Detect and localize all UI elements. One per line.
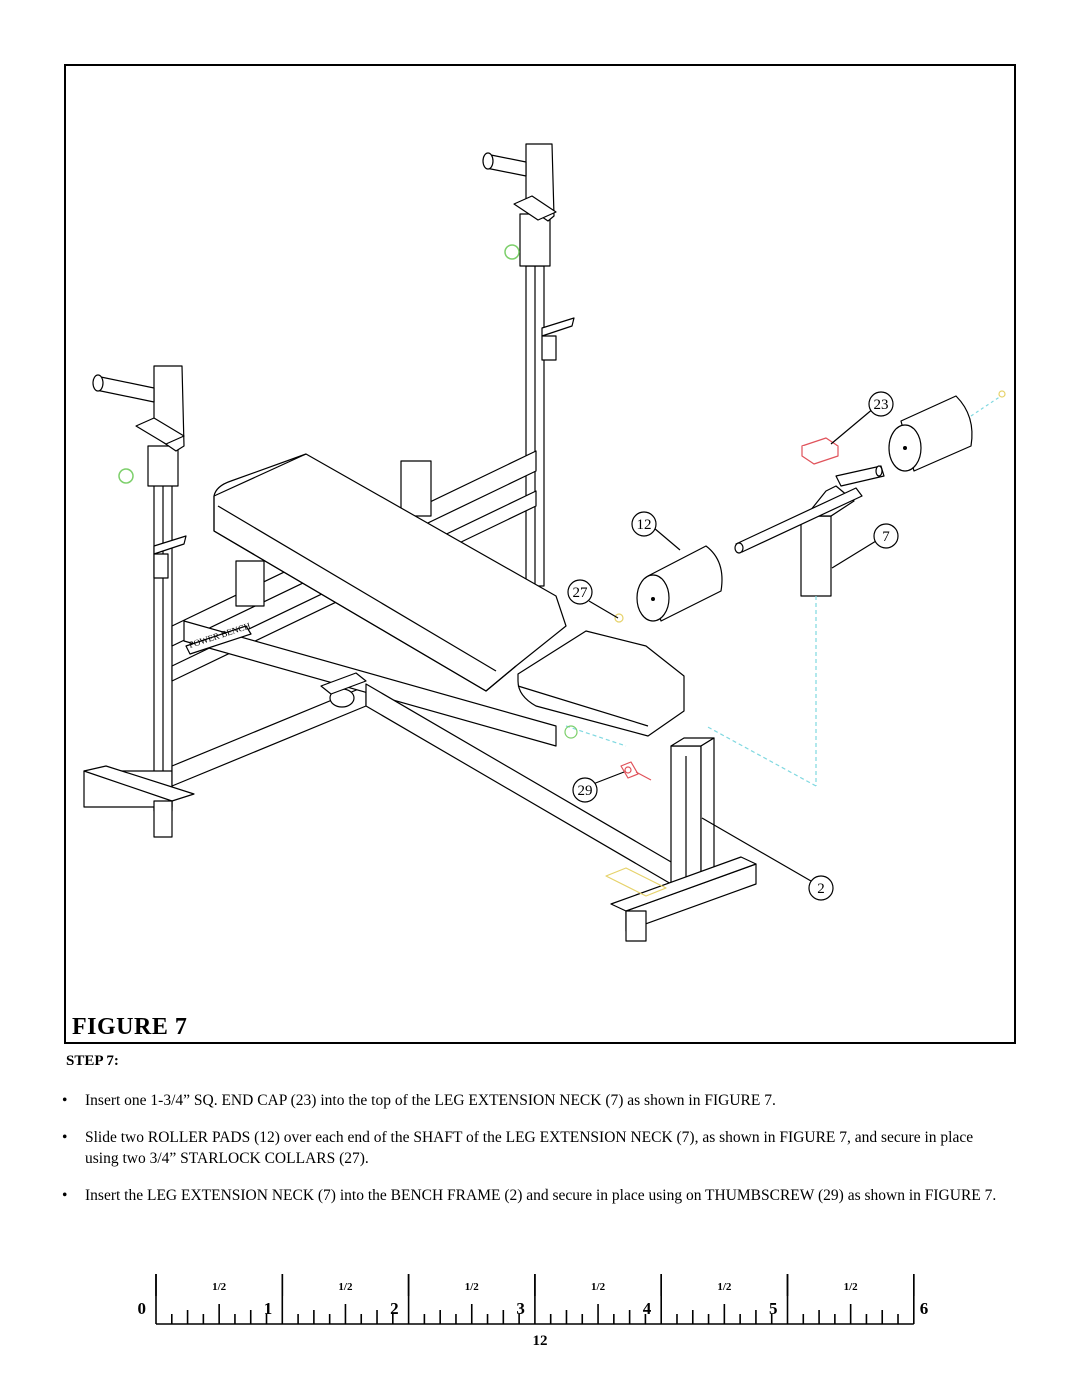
svg-text:12: 12 (637, 517, 652, 533)
thumbscrew (620, 761, 652, 781)
ruler-inch-label: 2 (390, 1299, 399, 1318)
leg-extension-neck (705, 465, 885, 787)
instruction-text: Slide two ROLLER PADS (12) over each end… (85, 1129, 974, 1167)
ruler-half-label: 1/2 (591, 1281, 606, 1293)
svg-text:27: 27 (573, 585, 589, 601)
ruler-half-label: 1/2 (717, 1281, 732, 1293)
bullet-symbol: • (62, 1129, 68, 1146)
callout-23: 23 (830, 391, 894, 445)
svg-text:7: 7 (882, 529, 890, 545)
bench-pad (213, 453, 685, 737)
bench-assembly-drawing: POWER BENCH (83, 143, 1006, 942)
bullet-symbol: • (62, 1187, 68, 1204)
ruler-inch-label: 6 (920, 1299, 929, 1318)
callout-2: 2 (701, 817, 834, 901)
svg-text:29: 29 (578, 783, 593, 799)
page-number: 12 (532, 1333, 548, 1349)
ruler-half-label: 1/2 (338, 1281, 353, 1293)
instruction-text: Insert one 1-3/4” SQ. END CAP (23) into … (85, 1092, 776, 1109)
starlock-collar (614, 613, 624, 623)
ruler-half-label: 1/2 (844, 1281, 859, 1293)
callout-27: 27 (567, 579, 619, 619)
svg-text:23: 23 (874, 397, 889, 413)
measurement-ruler: 0 1/2 1 1/2 2 1/2 3 1/2 4 1/2 5 1/2 6 (138, 1274, 929, 1325)
ruler-half-label: 1/2 (212, 1281, 227, 1293)
ruler-half-label: 1/2 (465, 1281, 480, 1293)
figure-frame: POWER BENCH (64, 64, 1016, 1044)
step-heading: STEP 7: (66, 1053, 119, 1069)
ruler-inch-label: 4 (643, 1299, 652, 1318)
roller-pad-left (636, 545, 723, 622)
left-upright (83, 365, 195, 838)
figure-title: FIGURE 7 (72, 1014, 188, 1040)
roller-pad-right (888, 390, 1006, 472)
ruler-inch-label: 5 (769, 1299, 778, 1318)
instruction-text: Insert the LEG EXTENSION NECK (7) into t… (85, 1187, 997, 1204)
callout-29: 29 (572, 771, 625, 803)
ruler-inch-label: 1 (264, 1299, 273, 1318)
bullet-symbol: • (62, 1092, 68, 1109)
ruler-inch-label: 3 (516, 1299, 525, 1318)
callout-12: 12 (631, 511, 681, 551)
end-cap (801, 437, 839, 465)
svg-text:2: 2 (817, 881, 825, 897)
callout-7: 7 (831, 523, 899, 569)
ruler-inch-label: 0 (138, 1299, 147, 1318)
